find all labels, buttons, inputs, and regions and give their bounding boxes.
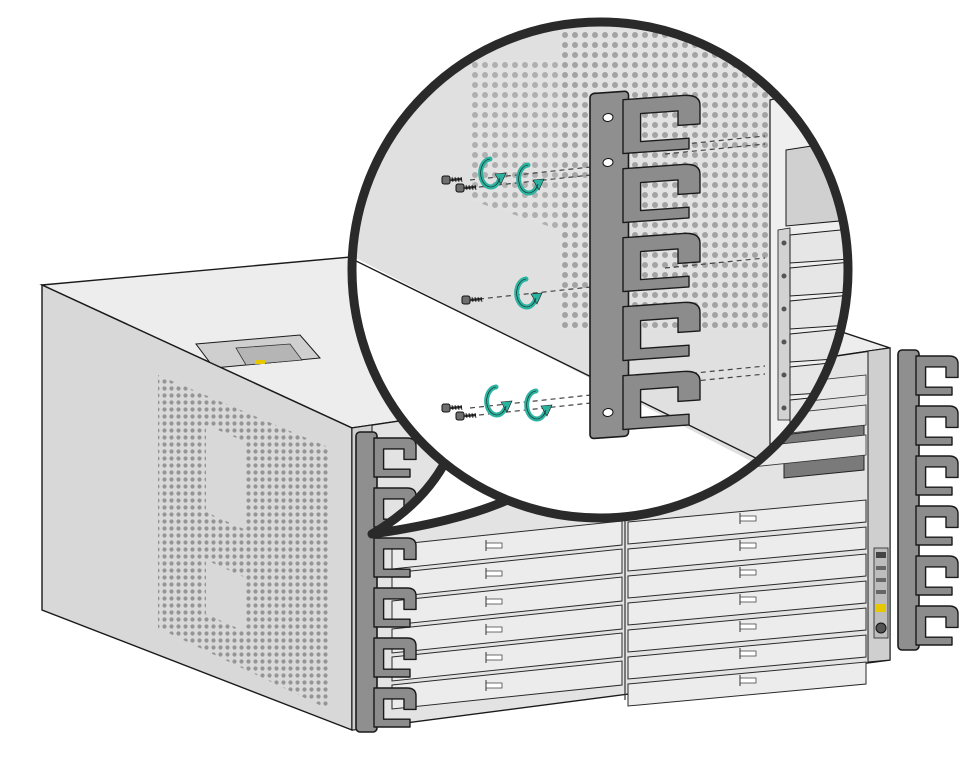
bracket-hook bbox=[915, 505, 959, 546]
right-front-bracket bbox=[897, 349, 959, 651]
bracket-hook bbox=[373, 687, 417, 728]
guide-line bbox=[664, 257, 766, 269]
front-cable-brackets bbox=[355, 349, 959, 733]
top-handle bbox=[195, 334, 322, 369]
bracket-hook bbox=[622, 370, 701, 431]
bracket-hook bbox=[373, 587, 417, 628]
status-panel bbox=[873, 547, 889, 639]
mount-hole-icon bbox=[781, 405, 787, 411]
guide-line bbox=[664, 373, 766, 385]
card-slot bbox=[627, 634, 867, 680]
bracket-hook bbox=[915, 405, 959, 446]
guide-line bbox=[664, 143, 766, 155]
bracket-hook bbox=[915, 605, 959, 646]
guide-line bbox=[664, 365, 766, 377]
ground-port-icon bbox=[875, 622, 887, 634]
card-slot bbox=[627, 661, 867, 707]
bracket-hook bbox=[622, 94, 701, 155]
bracket-hook bbox=[622, 232, 701, 293]
side-vent-grid bbox=[158, 375, 330, 710]
mount-hole-icon bbox=[781, 372, 787, 378]
bracket-screw-hole-icon bbox=[602, 112, 614, 123]
magnified-callout bbox=[347, 17, 853, 539]
guide-line bbox=[469, 285, 601, 301]
bracket-hook bbox=[622, 163, 701, 224]
screw-icon bbox=[441, 403, 463, 413]
bracket-hook bbox=[373, 437, 417, 478]
cable-management-bracket bbox=[589, 90, 701, 440]
mount-hole-icon bbox=[781, 339, 787, 345]
warning-label-icon bbox=[255, 360, 265, 364]
card-slot bbox=[627, 526, 867, 572]
callout-slot bbox=[789, 261, 848, 297]
mount-hole-icon bbox=[781, 273, 787, 279]
screw-icon bbox=[455, 183, 477, 193]
screw-icon bbox=[441, 175, 463, 185]
rotation-arrow-icon bbox=[514, 276, 543, 310]
bracket-hook bbox=[622, 301, 701, 362]
rotation-arrow-icon bbox=[516, 162, 545, 196]
guide-line bbox=[469, 165, 601, 181]
rotation-arrows bbox=[478, 156, 553, 422]
card-slot bbox=[627, 580, 867, 626]
mount-hole-icon bbox=[781, 240, 787, 246]
magnified-bracket bbox=[589, 90, 701, 440]
card-slot bbox=[627, 607, 867, 653]
rotation-arrow-icon bbox=[478, 156, 507, 190]
left-front-bracket bbox=[355, 431, 417, 733]
bracket-screw-hole-icon bbox=[602, 157, 614, 168]
card-slot bbox=[627, 499, 867, 545]
card-slot bbox=[391, 520, 623, 570]
bracket-screw-hole-icon bbox=[602, 407, 614, 418]
screw-icon bbox=[461, 295, 483, 305]
callout-border bbox=[347, 17, 853, 523]
card-slot bbox=[391, 660, 623, 710]
bracket-hook bbox=[915, 455, 959, 496]
card-slot bbox=[391, 576, 623, 626]
callout-slot bbox=[789, 228, 848, 264]
bracket-hook bbox=[373, 637, 417, 678]
rotation-arrow-icon bbox=[524, 388, 553, 422]
rotation-arrow-icon bbox=[484, 384, 513, 418]
guide-line bbox=[469, 393, 601, 409]
bracket-hook bbox=[915, 355, 959, 396]
esd-label-icon bbox=[876, 604, 886, 612]
screws bbox=[441, 175, 483, 421]
bracket-hook bbox=[373, 537, 417, 578]
guide-line bbox=[664, 135, 766, 147]
screw-icon bbox=[455, 411, 477, 421]
bracket-hook bbox=[915, 555, 959, 596]
card-slot bbox=[627, 553, 867, 599]
mount-hole-icon bbox=[781, 306, 787, 312]
callout-content bbox=[352, 22, 848, 518]
callout-slot bbox=[789, 294, 848, 330]
